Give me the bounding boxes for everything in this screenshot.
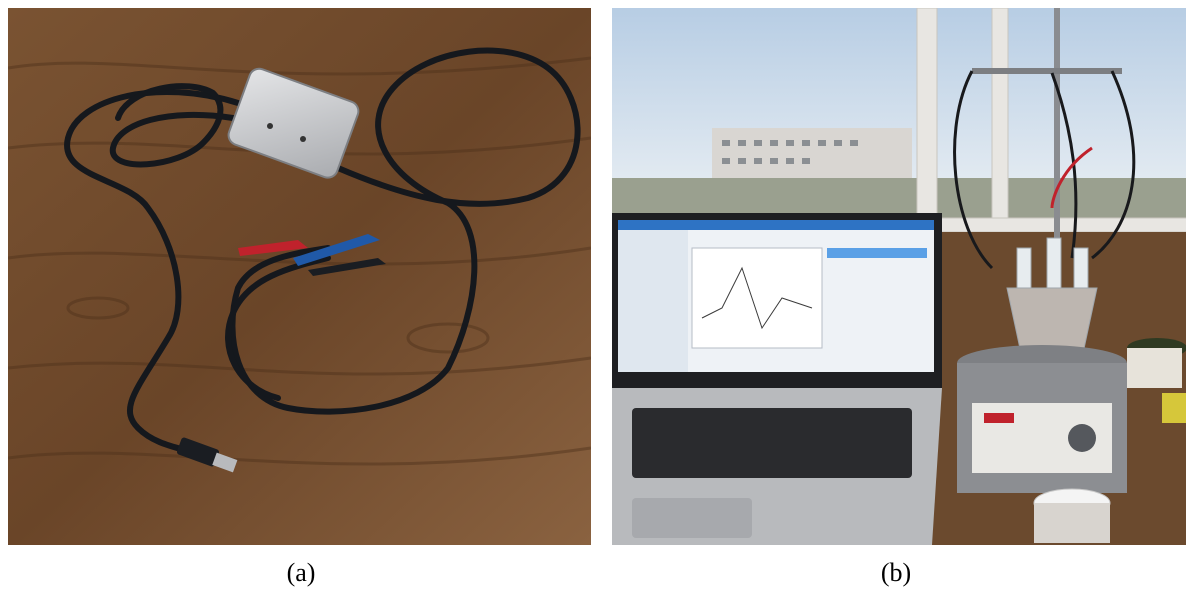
potentiostat-device bbox=[227, 67, 360, 179]
magnetic-stirrer bbox=[957, 345, 1127, 493]
usb-plug bbox=[176, 437, 238, 473]
probe-cable-loop bbox=[225, 47, 581, 415]
photo-setup bbox=[612, 8, 1186, 545]
photo-a-illustration bbox=[8, 8, 591, 545]
sample-container bbox=[1033, 488, 1111, 543]
photo-potentiostat bbox=[8, 8, 591, 545]
plant-pots bbox=[1127, 338, 1186, 423]
red-wire bbox=[1050, 146, 1093, 209]
stand-rod bbox=[1054, 8, 1060, 248]
alligator-clips bbox=[238, 234, 386, 276]
caption-a: (a) bbox=[286, 558, 316, 587]
caption-b: (b) bbox=[880, 558, 912, 587]
photo-b-illustration bbox=[612, 8, 1186, 545]
building-windows bbox=[722, 140, 858, 164]
electrode-wires bbox=[953, 70, 1136, 270]
laptop bbox=[612, 213, 942, 545]
clamp-bar bbox=[972, 68, 1122, 74]
electrochemical-cell bbox=[1006, 237, 1098, 359]
distant-building bbox=[712, 128, 912, 178]
usb-cable bbox=[64, 83, 241, 461]
